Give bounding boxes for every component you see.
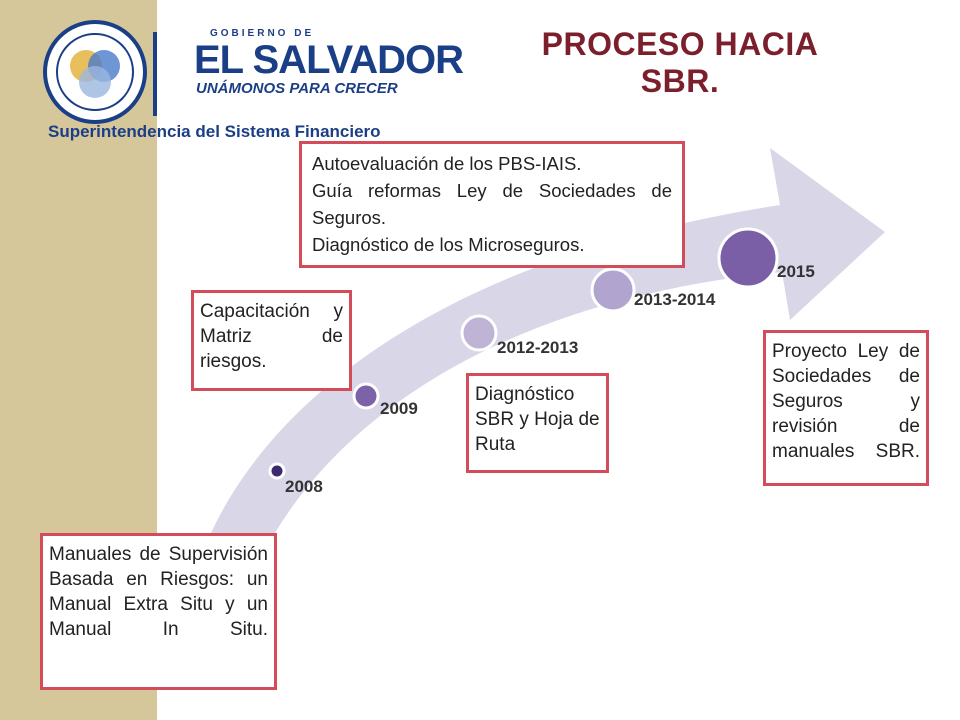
box-manuales: Manuales de Supervisión Basada en Riesgo… <box>40 533 277 690</box>
box-capacitacion-text: Capacitación y Matriz de riesgos. <box>200 301 343 372</box>
timeline-arrow <box>200 148 885 560</box>
gov-slogan: UNÁMONOS PARA CRECER <box>196 80 398 97</box>
box-proyecto: Proyecto Ley de Sociedades de Seguros y … <box>763 330 929 486</box>
box-proyecto-text: Proyecto Ley de Sociedades de Seguros y … <box>772 341 920 462</box>
autoevaluacion-line-2: Guía reformas Ley de Sociedades de Segur… <box>312 180 672 228</box>
page-title: PROCESO HACIA SBR. <box>541 26 819 99</box>
logo-divider <box>153 32 157 116</box>
year-label-2015: 2015 <box>777 262 815 281</box>
org-name: Superintendencia del Sistema Financiero <box>48 122 381 141</box>
timeline-node-2013-2014 <box>590 267 636 313</box>
timeline-node-2008 <box>268 462 286 480</box>
box-diagnostico-sbr-text: Diagnóstico SBR y Hoja de Ruta <box>475 384 600 455</box>
seal-logo <box>43 20 147 124</box>
year-label-2012-2013: 2012-2013 <box>497 338 579 357</box>
timeline-node-2015 <box>717 227 779 289</box>
autoevaluacion-line-1: Autoevaluación de los PBS-IAIS. <box>312 153 582 174</box>
year-label-2013-2014: 2013-2014 <box>634 290 716 309</box>
gov-small-text: GOBIERNO DE <box>210 28 315 39</box>
gov-logo-text: EL SALVADOR <box>194 38 464 82</box>
box-diagnostico-sbr: Diagnóstico SBR y Hoja de Ruta <box>466 373 609 473</box>
year-label-2008: 2008 <box>285 477 323 496</box>
box-capacitacion: Capacitación y Matriz de riesgos. <box>191 290 352 391</box>
box-autoevaluacion: Autoevaluación de los PBS-IAIS. Guía ref… <box>299 141 685 268</box>
timeline-node-2009 <box>352 382 380 410</box>
autoevaluacion-line-3: Diagnóstico de los Microseguros. <box>312 234 585 255</box>
timeline-node-2012-2013 <box>460 314 498 352</box>
year-label-2009: 2009 <box>380 399 418 418</box>
box-manuales-text: Manuales de Supervisión Basada en Riesgo… <box>49 544 268 640</box>
